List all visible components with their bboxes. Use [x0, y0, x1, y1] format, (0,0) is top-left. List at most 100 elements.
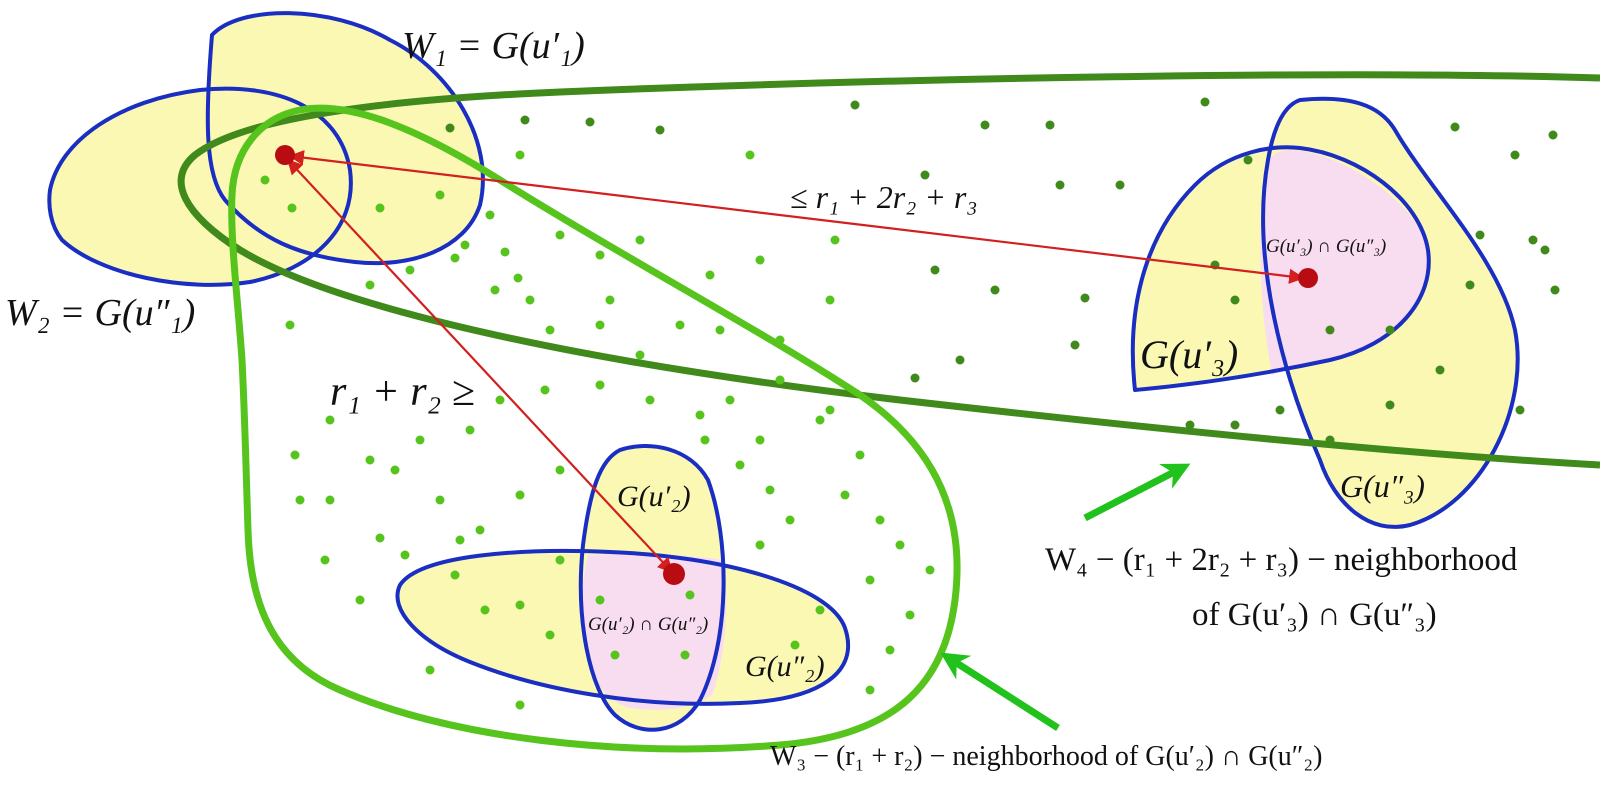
sample-point [555, 230, 565, 240]
sample-point [485, 210, 495, 220]
sample-point [515, 490, 525, 500]
sample-point [825, 295, 835, 305]
w2-region [49, 88, 351, 285]
sample-point [1230, 295, 1240, 305]
sample-point [400, 550, 410, 560]
distance-arrow-left [286, 158, 674, 574]
sample-point [825, 405, 835, 415]
sample-point [515, 150, 525, 160]
sample-point [375, 203, 385, 213]
sample-point [445, 123, 455, 133]
sample-point [1550, 285, 1560, 295]
sample-point [460, 240, 470, 250]
sample-point [700, 435, 710, 445]
w4-label-line2: of G(u′₃) ∩ G(u″₃) [1192, 597, 1437, 633]
sample-point [585, 117, 595, 127]
sample-point [850, 100, 860, 110]
sample-point [1540, 245, 1550, 255]
sample-point [840, 490, 850, 500]
sample-point [865, 575, 875, 585]
sample-point [955, 355, 965, 365]
sample-point [1385, 325, 1395, 335]
sample-point [365, 455, 375, 465]
sample-point [260, 175, 270, 185]
sample-point [390, 465, 400, 475]
sample-point [855, 450, 865, 460]
sample-point [1510, 150, 1520, 160]
sample-point [1115, 180, 1125, 190]
sample-point [865, 685, 875, 695]
intersection-3-label: G(u′₃) ∩ G(u″₃) [1266, 236, 1386, 257]
sample-point [375, 533, 385, 543]
sample-point [490, 285, 500, 295]
g-u2p-label: G(u′₂) [617, 480, 691, 513]
w4-pointer-arrow [1083, 463, 1191, 522]
sample-point [520, 115, 530, 125]
sample-point [905, 610, 915, 620]
point-u1 [275, 145, 295, 165]
sample-point [495, 395, 505, 405]
sample-point [595, 595, 605, 605]
sample-point [990, 285, 1000, 295]
sample-point [980, 120, 990, 130]
sample-point [295, 495, 305, 505]
sample-point [895, 540, 905, 550]
sample-point [450, 253, 460, 263]
sample-point [790, 640, 800, 650]
sample-point [755, 435, 765, 445]
sample-point [755, 255, 765, 265]
sample-point [1435, 365, 1445, 375]
sample-point [525, 295, 535, 305]
g-u3p-label: G(u′₃) [1140, 332, 1238, 377]
sample-point [745, 150, 755, 160]
sample-point [1070, 340, 1080, 350]
sample-point [930, 265, 940, 275]
sample-point [910, 373, 920, 383]
sample-point [830, 235, 840, 245]
w3-pointer-arrow [940, 652, 1060, 731]
sample-point [415, 435, 425, 445]
sample-point [513, 273, 523, 283]
sample-point [610, 650, 620, 660]
sample-point [435, 190, 445, 200]
sample-point [695, 410, 705, 420]
sample-point [875, 515, 885, 525]
sample-point [675, 320, 685, 330]
sample-point [1450, 122, 1460, 132]
sample-point [290, 450, 300, 460]
sample-point [725, 395, 735, 405]
sample-point [765, 485, 775, 495]
sample-point [605, 295, 615, 305]
w3-label: W₃ − (r₁ + r₂) − neighborhood of G(u′₂) … [770, 741, 1323, 772]
sample-point [595, 380, 605, 390]
sample-point [1045, 120, 1055, 130]
sample-point [815, 605, 825, 615]
sample-point [455, 535, 465, 545]
sample-point [705, 270, 715, 280]
sample-point [325, 495, 335, 505]
sample-point [815, 415, 825, 425]
sample-point [1275, 405, 1285, 415]
sample-point [775, 335, 785, 345]
sample-point [480, 605, 490, 615]
sample-point [715, 325, 725, 335]
sample-point [1385, 400, 1395, 410]
sample-point [515, 600, 525, 610]
sample-point [1200, 97, 1210, 107]
w4-label-line1: W₄ − (r₁ + 2r₂ + r₃) − neighborhood [1045, 542, 1518, 578]
sample-point [1243, 155, 1253, 165]
sample-point [1185, 420, 1195, 430]
sample-point [465, 425, 475, 435]
sample-point [555, 465, 565, 475]
sample-point [1230, 420, 1240, 430]
sample-point [1528, 235, 1538, 245]
sample-point [1515, 405, 1525, 415]
distance-left-label: r₁ + r₂ ≥ [330, 369, 475, 415]
sample-point [635, 235, 645, 245]
point-u3 [1298, 268, 1318, 288]
sample-point [885, 645, 895, 655]
sample-point [595, 320, 605, 330]
sample-point [1055, 180, 1065, 190]
sample-point [1325, 325, 1335, 335]
